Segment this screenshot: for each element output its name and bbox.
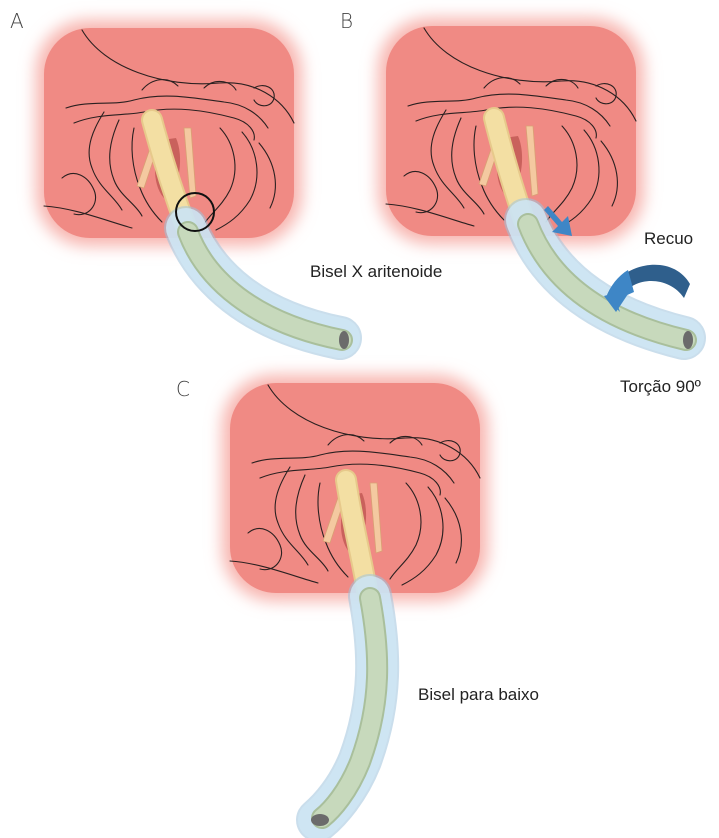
panel-b-caption-bottom: Torção 90º bbox=[620, 377, 701, 396]
panel-c-letter: C bbox=[176, 377, 190, 401]
panel-b-letter: B bbox=[340, 9, 353, 33]
panel-a: A Bisel X aritenoide bbox=[10, 9, 442, 349]
panel-a-caption: Bisel X aritenoide bbox=[310, 262, 442, 281]
panel-a-letter: A bbox=[10, 9, 24, 33]
panel-c-caption: Bisel para baixo bbox=[418, 685, 539, 704]
panel-c: C Bisel para baixo bbox=[176, 375, 539, 826]
panel-b: B Recuo Torção 90º bbox=[340, 9, 701, 396]
panel-b-caption-top: Recuo bbox=[644, 229, 693, 248]
